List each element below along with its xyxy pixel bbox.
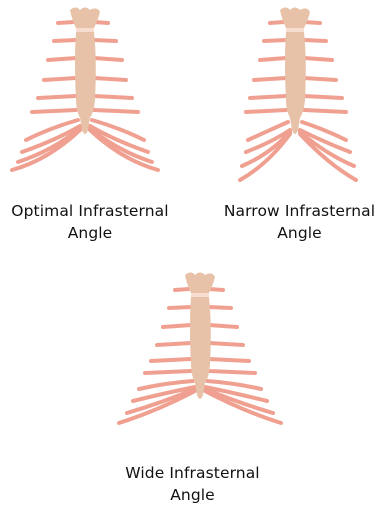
ribcage-narrow-svg: [230, 0, 370, 190]
rib-right-6: [209, 371, 255, 373]
rib-left-6: [246, 110, 286, 112]
caption-narrow-line1: Narrow Infrasternal: [212, 200, 381, 222]
rib-left-3: [163, 325, 191, 327]
caption-optimal-line2: Angle: [0, 222, 180, 244]
rib-left-1: [58, 22, 74, 23]
rib-right-3: [94, 58, 122, 60]
rib-left-2: [54, 40, 76, 41]
rib-right-2: [94, 40, 116, 41]
rib-right-1: [209, 289, 223, 290]
rib-right-2: [209, 307, 231, 308]
rib-left-5: [38, 96, 76, 98]
rib-left-2: [264, 40, 286, 41]
rib-right-5: [94, 96, 132, 98]
sternum: [280, 8, 310, 135]
rib-right-5: [209, 359, 249, 361]
caption-narrow: Narrow Infrasternal Angle: [212, 200, 381, 244]
rib-right-2: [304, 40, 326, 41]
rib-left-6: [32, 110, 76, 112]
rib-left-3: [48, 58, 76, 60]
rib-right-6: [94, 110, 138, 112]
rib-left-6: [145, 371, 191, 373]
rib-left-9: [18, 128, 80, 162]
ribcage-wide-svg: [105, 265, 295, 440]
rib-right-4: [209, 343, 243, 345]
rib-right-6: [304, 110, 346, 112]
rib-left-2: [169, 307, 191, 308]
rib-left-4: [44, 78, 76, 80]
optimal-angle-illustration: [0, 0, 170, 180]
rib-left-3: [260, 58, 286, 60]
rib-left-1: [175, 289, 189, 290]
caption-wide-line2: Angle: [105, 484, 280, 506]
rib-left-5: [151, 359, 191, 361]
rib-left-4: [254, 78, 286, 80]
rib-left-4: [157, 343, 191, 345]
rib-left-1: [270, 22, 284, 23]
caption-optimal-line1: Optimal Infrasternal: [0, 200, 180, 222]
sternum: [70, 8, 100, 135]
rib-right-3: [304, 58, 332, 60]
rib-right-5: [304, 96, 342, 98]
rib-left-5: [250, 96, 286, 98]
wide-angle-illustration: [105, 265, 295, 440]
narrow-angle-illustration: [230, 0, 370, 190]
ribcage-optimal-svg: [0, 0, 170, 180]
caption-optimal: Optimal Infrasternal Angle: [0, 200, 180, 244]
caption-wide: Wide Infrasternal Angle: [105, 462, 280, 506]
rib-right-4: [94, 78, 126, 80]
rib-right-3: [209, 325, 237, 327]
caption-narrow-line2: Angle: [212, 222, 381, 244]
caption-wide-line1: Wide Infrasternal: [105, 462, 280, 484]
rib-right-9: [90, 128, 152, 162]
rib-right-4: [304, 78, 336, 80]
